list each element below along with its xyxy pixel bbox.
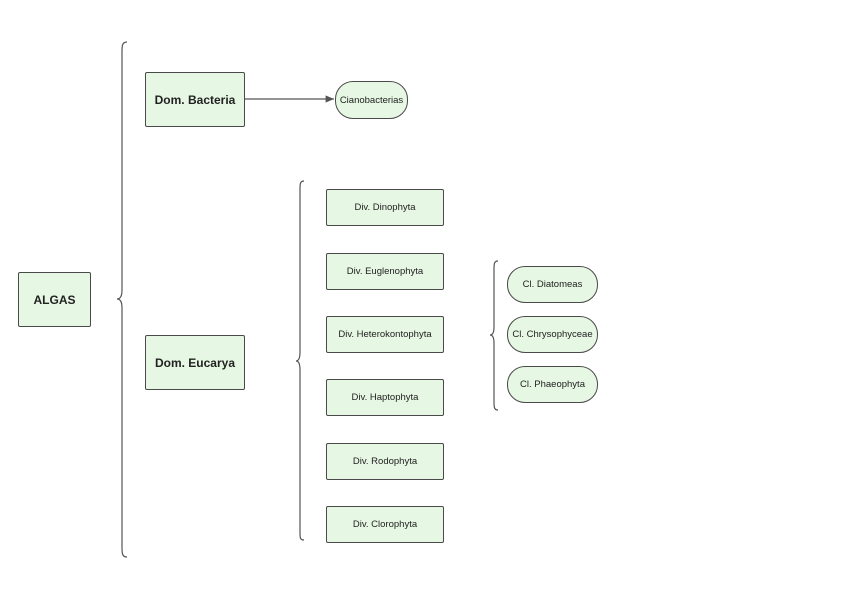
division-label: Div. Heterokontophyta	[338, 329, 432, 340]
root-label: ALGAS	[33, 292, 76, 307]
class-node[interactable]: Cl. Phaeophyta	[507, 366, 598, 403]
brace-eucarya	[295, 180, 305, 541]
brace-algas	[116, 41, 128, 558]
domain-eucarya-label: Dom. Eucarya	[154, 355, 236, 370]
division-node[interactable]: Div. Heterokontophyta	[326, 316, 444, 353]
division-label: Div. Clorophyta	[352, 519, 418, 530]
division-node[interactable]: Div. Euglenophyta	[326, 253, 444, 290]
class-label: Cl. Diatomeas	[522, 279, 583, 290]
root-node[interactable]: ALGAS	[18, 272, 91, 327]
cianobacterias-label: Cianobacterias	[339, 94, 404, 106]
cianobacterias-node[interactable]: Cianobacterias	[335, 81, 408, 119]
division-node[interactable]: Div. Haptophyta	[326, 379, 444, 416]
division-label: Div. Euglenophyta	[346, 266, 424, 277]
division-label: Div. Haptophyta	[351, 392, 419, 403]
division-label: Div. Rodophyta	[352, 456, 418, 467]
domain-bacteria-label: Dom. Bacteria	[154, 92, 236, 107]
domain-eucarya-node[interactable]: Dom. Eucarya	[145, 335, 245, 390]
brace-heterokontophyta	[489, 260, 499, 411]
division-label: Div. Dinophyta	[354, 202, 416, 213]
domain-bacteria-node[interactable]: Dom. Bacteria	[145, 72, 245, 127]
division-node[interactable]: Div. Rodophyta	[326, 443, 444, 480]
class-node[interactable]: Cl. Diatomeas	[507, 266, 598, 303]
class-label: Cl. Phaeophyta	[520, 379, 585, 390]
class-node[interactable]: Cl. Chrysophyceae	[507, 316, 598, 353]
class-label: Cl. Chrysophyceae	[512, 329, 593, 340]
division-node[interactable]: Div. Dinophyta	[326, 189, 444, 226]
division-node[interactable]: Div. Clorophyta	[326, 506, 444, 543]
